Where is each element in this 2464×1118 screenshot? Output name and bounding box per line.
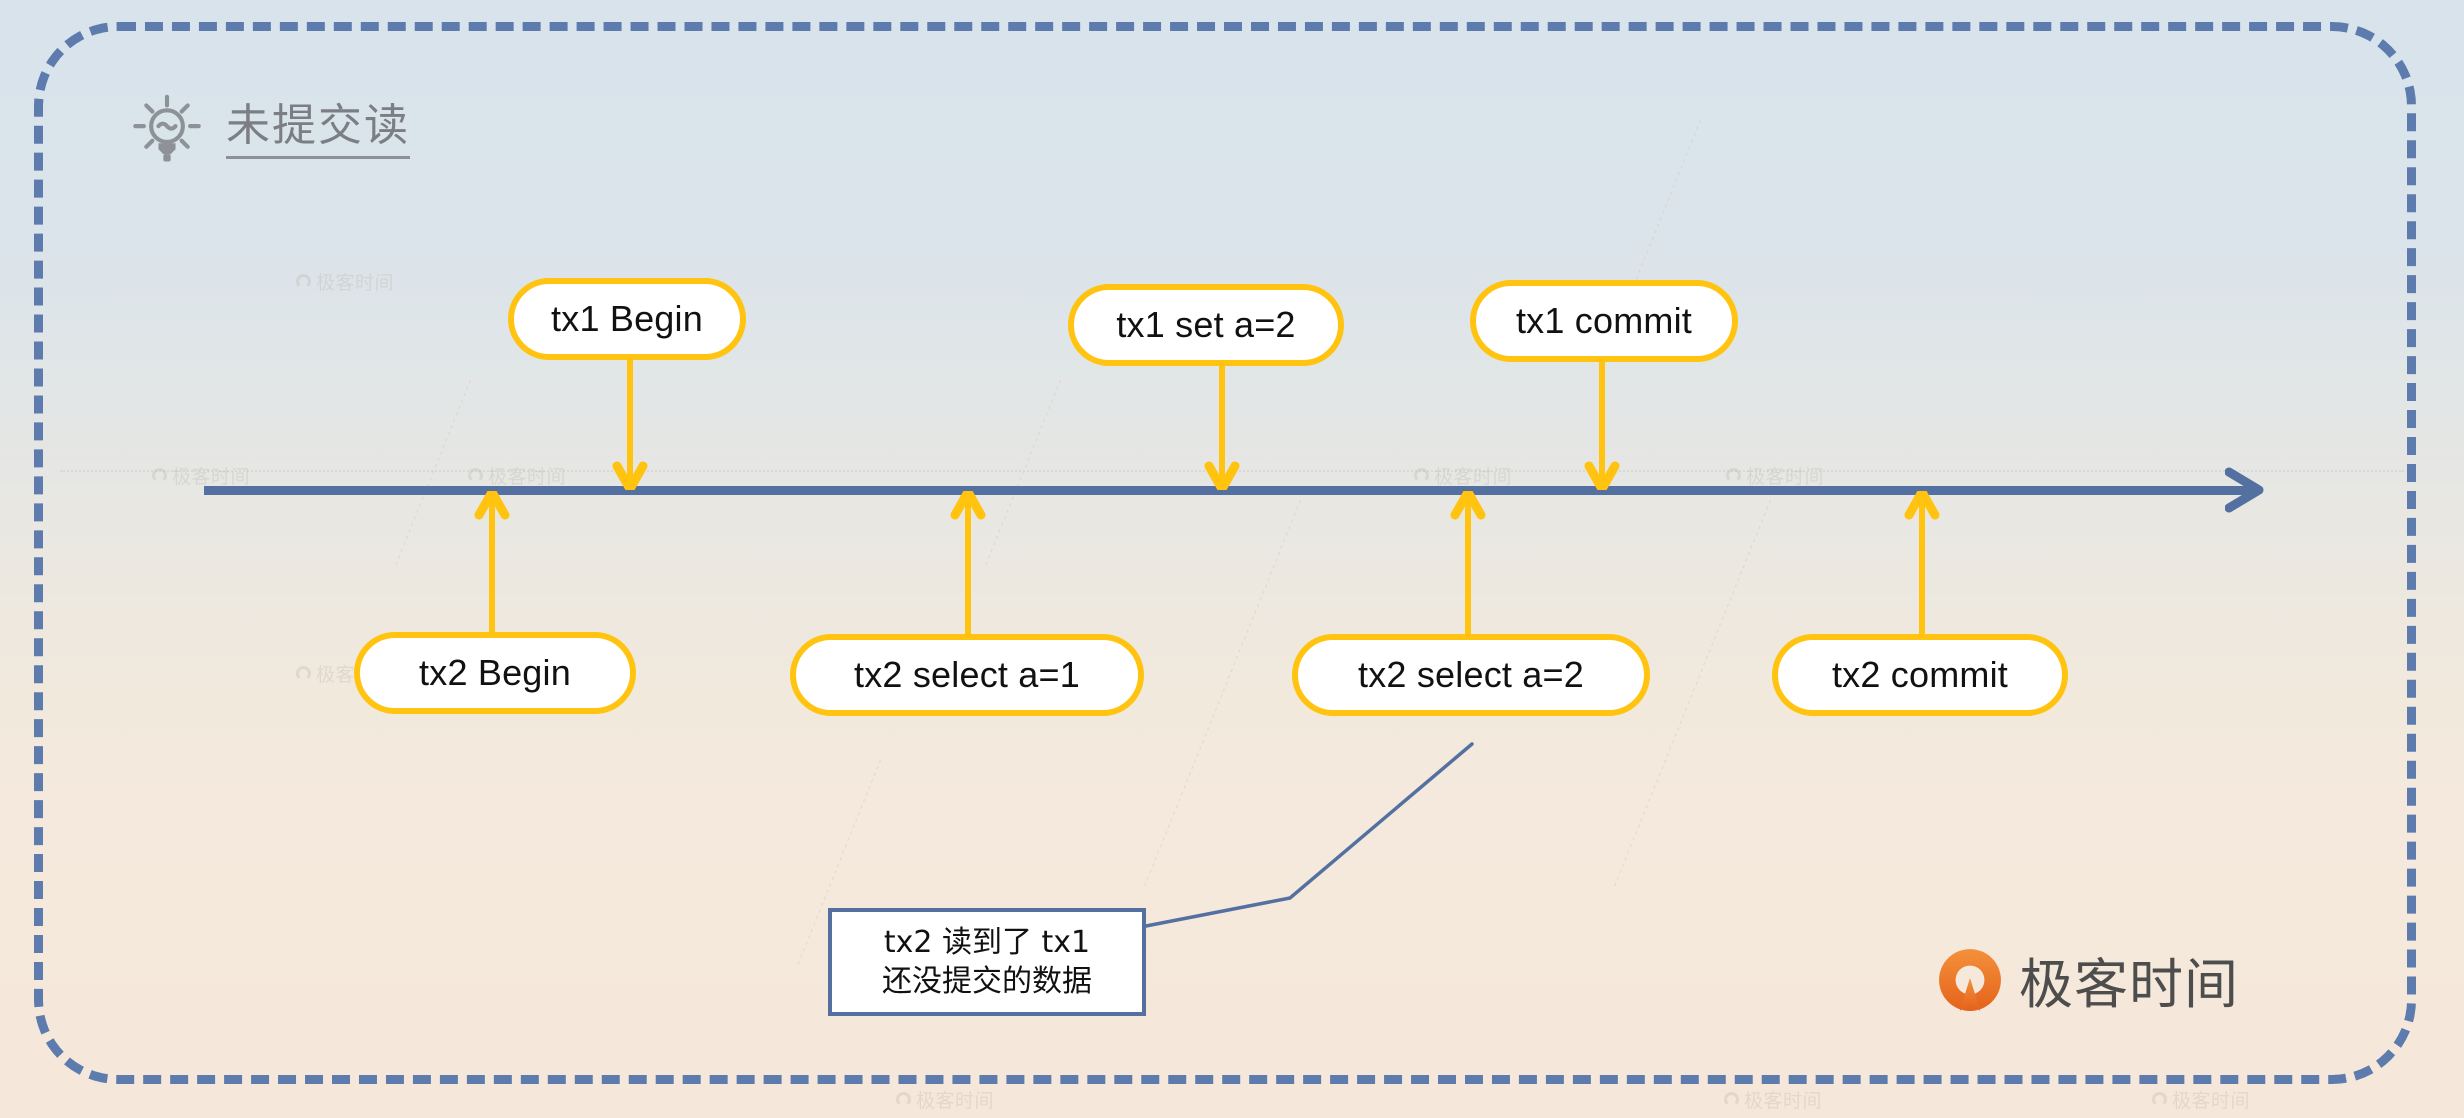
event-label: tx2 commit	[1831, 654, 2009, 695]
connector-arrow-down-icon	[1584, 358, 1620, 490]
event-label: tx1 commit	[1515, 300, 1693, 341]
brand-name: 极客时间	[2019, 953, 2239, 1016]
watermark: 极客时间	[2152, 1086, 2250, 1113]
watermark-mark-icon	[152, 468, 167, 483]
event-pill-tx1[interactable]: tx1 set a=2	[1068, 284, 1344, 366]
event-pill-tx2[interactable]: tx2 select a=1	[790, 634, 1144, 716]
event-pill-tx2[interactable]: tx2 commit	[1772, 634, 2068, 716]
watermark: 极客时间	[1724, 1086, 1822, 1113]
geektime-mark-icon	[1939, 948, 2001, 1011]
watermark: 极客时间	[468, 462, 566, 489]
event-pill-tx2[interactable]: tx2 Begin	[354, 632, 636, 714]
event-pill-tx1[interactable]: tx1 commit	[1470, 280, 1738, 362]
connector-arrow-up-icon	[950, 491, 986, 638]
connector-arrow-up-icon	[474, 491, 510, 636]
connector-arrow-down-icon	[1204, 362, 1240, 490]
watermark: 极客时间	[1726, 462, 1824, 489]
title-text: 未提交读	[226, 103, 410, 159]
watermark-text: 极客时间	[316, 272, 395, 294]
connector-arrow-up-icon	[1450, 491, 1486, 638]
watermark-text: 极客时间	[916, 1090, 995, 1112]
watermark-mark-icon	[1724, 1092, 1739, 1107]
event-pill-tx2[interactable]: tx2 select a=2	[1292, 634, 1650, 716]
watermark-mark-icon	[896, 1092, 911, 1107]
watermark: 极客时间	[152, 462, 250, 489]
watermark: 极客时间	[896, 1086, 994, 1113]
timeline-axis	[204, 486, 2254, 495]
watermark-text: 极客时间	[1744, 1090, 1823, 1112]
watermark: 极客时间	[1414, 462, 1512, 489]
event-label: tx1 Begin	[551, 298, 703, 339]
annotation-line-1: tx2 读到了 tx1	[883, 925, 1091, 960]
annotation-line-2: 还没提交的数据	[882, 964, 1092, 999]
lightbulb-icon	[133, 94, 201, 162]
event-label: tx2 select a=2	[1358, 654, 1584, 695]
event-pill-tx1[interactable]: tx1 Begin	[508, 278, 746, 360]
watermark-mark-icon	[2152, 1092, 2167, 1107]
watermark-text: 极客时间	[1434, 466, 1513, 488]
event-label: tx2 select a=1	[854, 654, 1080, 695]
decorative-hairline	[395, 380, 471, 566]
connector-arrow-up-icon	[1904, 491, 1940, 638]
watermark-text: 极客时间	[172, 466, 251, 488]
watermark-mark-icon	[1726, 468, 1741, 483]
brand-logo: 极客时间	[1937, 940, 2239, 1019]
watermark-text: 极客时间	[488, 466, 567, 488]
watermark-mark-icon	[296, 666, 311, 681]
annotation-note: tx2 读到了 tx1 还没提交的数据	[828, 908, 1146, 1016]
watermark: 极客时间	[296, 268, 394, 295]
watermark-mark-icon	[296, 274, 311, 289]
watermark-text: 极客时间	[1746, 466, 1825, 488]
event-label: tx1 set a=2	[1116, 304, 1296, 345]
diagram-title: 未提交读	[128, 92, 410, 170]
annotation-leader-line	[1144, 742, 1474, 928]
watermark-text: 极客时间	[2172, 1090, 2251, 1112]
watermark-mark-icon	[468, 468, 483, 483]
connector-arrow-down-icon	[612, 356, 648, 490]
watermark-mark-icon	[1414, 468, 1429, 483]
decorative-hairline	[985, 380, 1061, 566]
timeline-arrow-icon	[2225, 467, 2264, 513]
event-label: tx2 Begin	[419, 652, 571, 693]
